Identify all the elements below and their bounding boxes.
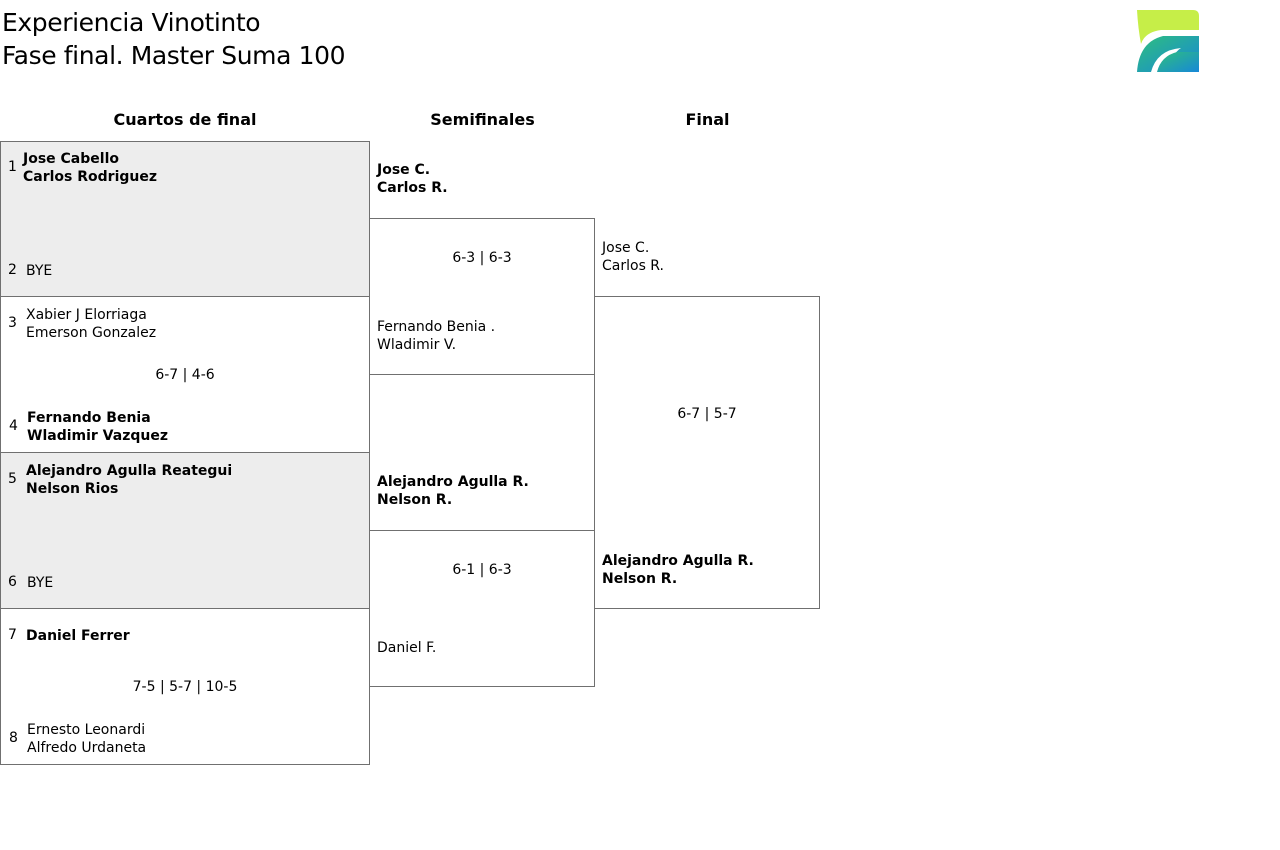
title-line-2: Fase final. Master Suma 100 [2,41,346,70]
seed-number: 5 [8,471,17,487]
seed-number: 1 [8,159,17,175]
quarterfinal-match-1: 1 Jose Cabello Carlos Rodriguez 2 BYE [0,141,370,297]
player-name: Nelson R. [602,571,678,587]
team-entry: Ernesto Leonardi Alfredo Urdaneta [27,721,146,757]
player-name: Nelson R. [377,492,453,508]
player-name: Jose Cabello [23,151,119,167]
quarterfinal-match-4: 7 Daniel Ferrer 7-5 | 5-7 | 10-5 8 Ernes… [0,608,370,765]
team-entry: Alejandro Agulla Reategui Nelson Rios [26,462,232,498]
player-name: Carlos Rodriguez [23,169,158,185]
player-name: Daniel F. [377,640,437,656]
match-score: 6-3 | 6-3 [452,250,512,266]
player-name: Alejandro Agulla Reategui [26,463,233,479]
quarterfinal-match-2: 3 Xabier J Elorriaga Emerson Gonzalez 6-… [0,296,370,453]
player-name: Alejandro Agulla R. [377,474,529,490]
player-name: Jose C. [602,240,650,256]
seed-number: 3 [8,315,17,331]
player-name: Wladimir Vazquez [27,428,168,444]
seed-number: 7 [8,627,17,643]
team-entry-winner: Fernando Benia Wladimir Vazquez [27,409,168,445]
player-name: Xabier J Elorriaga [26,307,147,323]
semifinal-match-1: 6-3 | 6-3 Fernando Benia . Wladimir V. [369,218,595,375]
round-header-final: Final [685,110,730,129]
match-score: 6-1 | 6-3 [452,562,512,578]
final-team-a: Jose C. Carlos R. [602,239,664,275]
match-score: 6-7 | 5-7 [677,406,737,422]
player-name: Carlos R. [602,258,664,274]
quarterfinal-match-3: 5 Alejandro Agulla Reategui Nelson Rios … [0,452,370,609]
page-title: Experiencia Vinotinto Fase final. Master… [2,6,345,72]
team-entry: Xabier J Elorriaga Emerson Gonzalez [26,306,156,342]
round-header-quarterfinals: Cuartos de final [113,110,257,129]
player-name: Nelson Rios [26,481,119,497]
team-entry: BYE [26,262,52,280]
match-score: 6-7 | 4-6 [155,367,215,383]
semifinal-2-team-a-winner: Alejandro Agulla R. Nelson R. [377,473,529,509]
match-score: 7-5 | 5-7 | 10-5 [132,679,238,695]
player-name: Fernando Benia . [377,319,496,335]
player-name: Alejandro Agulla R. [602,553,754,569]
bye-label: BYE [26,263,53,279]
tennis-club-logo [1137,10,1199,72]
final-match: 6-7 | 5-7 Alejandro Agulla R. Nelson R. [594,296,820,609]
team-entry: BYE [27,574,53,592]
semifinal-1-team-a-winner: Jose C. Carlos R. [377,161,448,197]
player-name: Emerson Gonzalez [26,325,157,341]
player-name: Daniel Ferrer [26,628,130,644]
team-entry-winner: Daniel Ferrer [26,627,130,645]
seed-number: 8 [9,730,18,746]
semifinal-2-team-b: Daniel F. [377,639,436,657]
seed-number: 6 [8,574,17,590]
title-line-1: Experiencia Vinotinto [2,8,261,37]
player-name: Alfredo Urdaneta [27,740,147,756]
semifinal-1-team-b: Fernando Benia . Wladimir V. [377,318,495,354]
seed-number: 4 [9,418,18,434]
player-name: Carlos R. [377,180,448,196]
player-name: Wladimir V. [377,337,457,353]
bye-label: BYE [27,575,54,591]
player-name: Jose C. [377,162,431,178]
player-name: Ernesto Leonardi [27,722,146,738]
final-team-b-winner: Alejandro Agulla R. Nelson R. [602,552,754,588]
team-entry: Jose Cabello Carlos Rodriguez [23,150,157,186]
semifinal-match-2: 6-1 | 6-3 Daniel F. [369,530,595,687]
seed-number: 2 [8,262,17,278]
round-header-semifinals: Semifinales [430,110,535,129]
player-name: Fernando Benia [27,410,151,426]
